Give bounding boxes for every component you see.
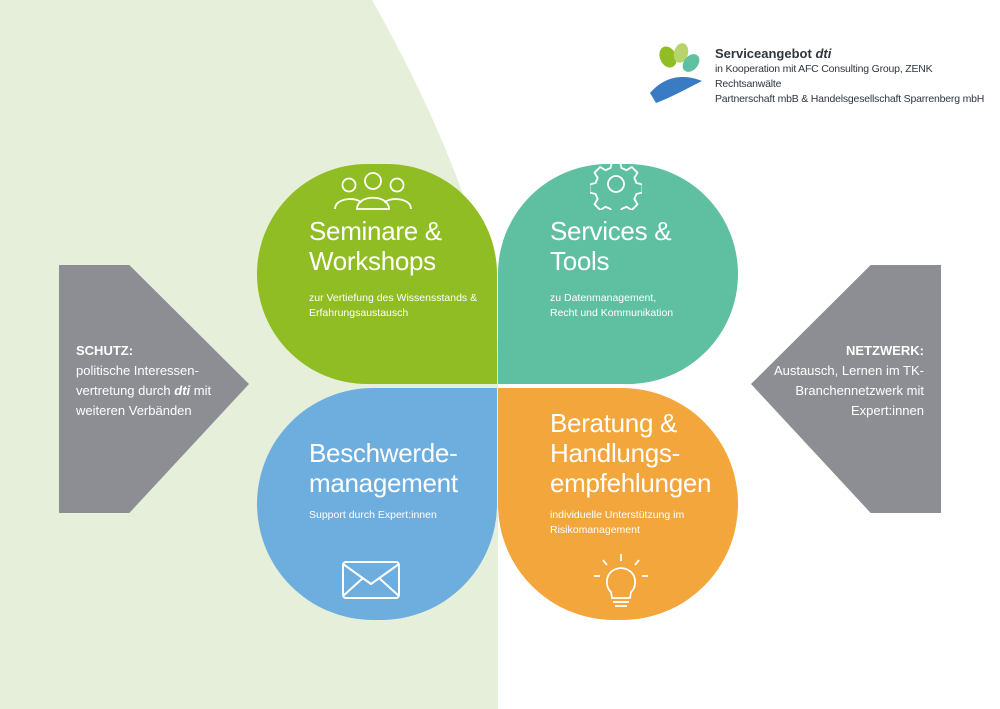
lightbulb-icon bbox=[594, 554, 648, 607]
petal-title: Seminare & Workshops bbox=[309, 216, 442, 276]
petal-beschwerdemanagement: Beschwerde- management Support durch Exp… bbox=[257, 388, 497, 620]
petal-subtitle: Support durch Expert:innen bbox=[309, 509, 437, 521]
petal-seminare-workshops: Seminare & Workshops zur Vertiefung des … bbox=[257, 164, 497, 384]
petal-subtitle: zu Datenmanagement, Recht und Kommunikat… bbox=[550, 292, 674, 319]
netzwerk-panel: NETZWERK: Austausch, Lernen im TK- Branc… bbox=[751, 265, 941, 513]
petal-beratung-empfehlungen: Beratung & Handlungs- empfehlungen indiv… bbox=[498, 388, 738, 620]
dti-logo-icon bbox=[650, 43, 702, 103]
brand-line: Partnerschaft mbB & Handelsgesellschaft … bbox=[715, 93, 985, 105]
petal-subtitle: zur Vertiefung des Wissensstands & Erfah… bbox=[309, 292, 478, 319]
brand-title: Serviceangebot dti bbox=[715, 46, 832, 61]
netzwerk-text: NETZWERK: Austausch, Lernen im TK- Branc… bbox=[773, 343, 924, 418]
petal-title: Beschwerde- management bbox=[309, 438, 458, 498]
petal-services-tools: Services & Tools zu Datenmanagement, Rec… bbox=[498, 161, 738, 384]
brand-block: Serviceangebot dti in Kooperation mit AF… bbox=[715, 46, 1000, 107]
petal-subtitle: individuelle Unterstützung im Risikomana… bbox=[550, 509, 685, 536]
brand-line: in Kooperation mit AFC Consulting Group,… bbox=[715, 63, 933, 90]
schutz-heading: SCHUTZ: bbox=[76, 343, 134, 358]
petal-title: Services & Tools bbox=[550, 216, 672, 276]
schutz-panel: SCHUTZ: politische Interessen- vertretun… bbox=[59, 265, 249, 513]
schutz-text: SCHUTZ: politische Interessen- vertretun… bbox=[76, 343, 212, 418]
gear-icon bbox=[590, 161, 642, 210]
petal-title: Beratung & Handlungs- empfehlungen bbox=[550, 408, 712, 498]
people-icon bbox=[334, 172, 412, 210]
mail-icon bbox=[342, 561, 400, 599]
netzwerk-heading: NETZWERK: bbox=[846, 343, 924, 358]
